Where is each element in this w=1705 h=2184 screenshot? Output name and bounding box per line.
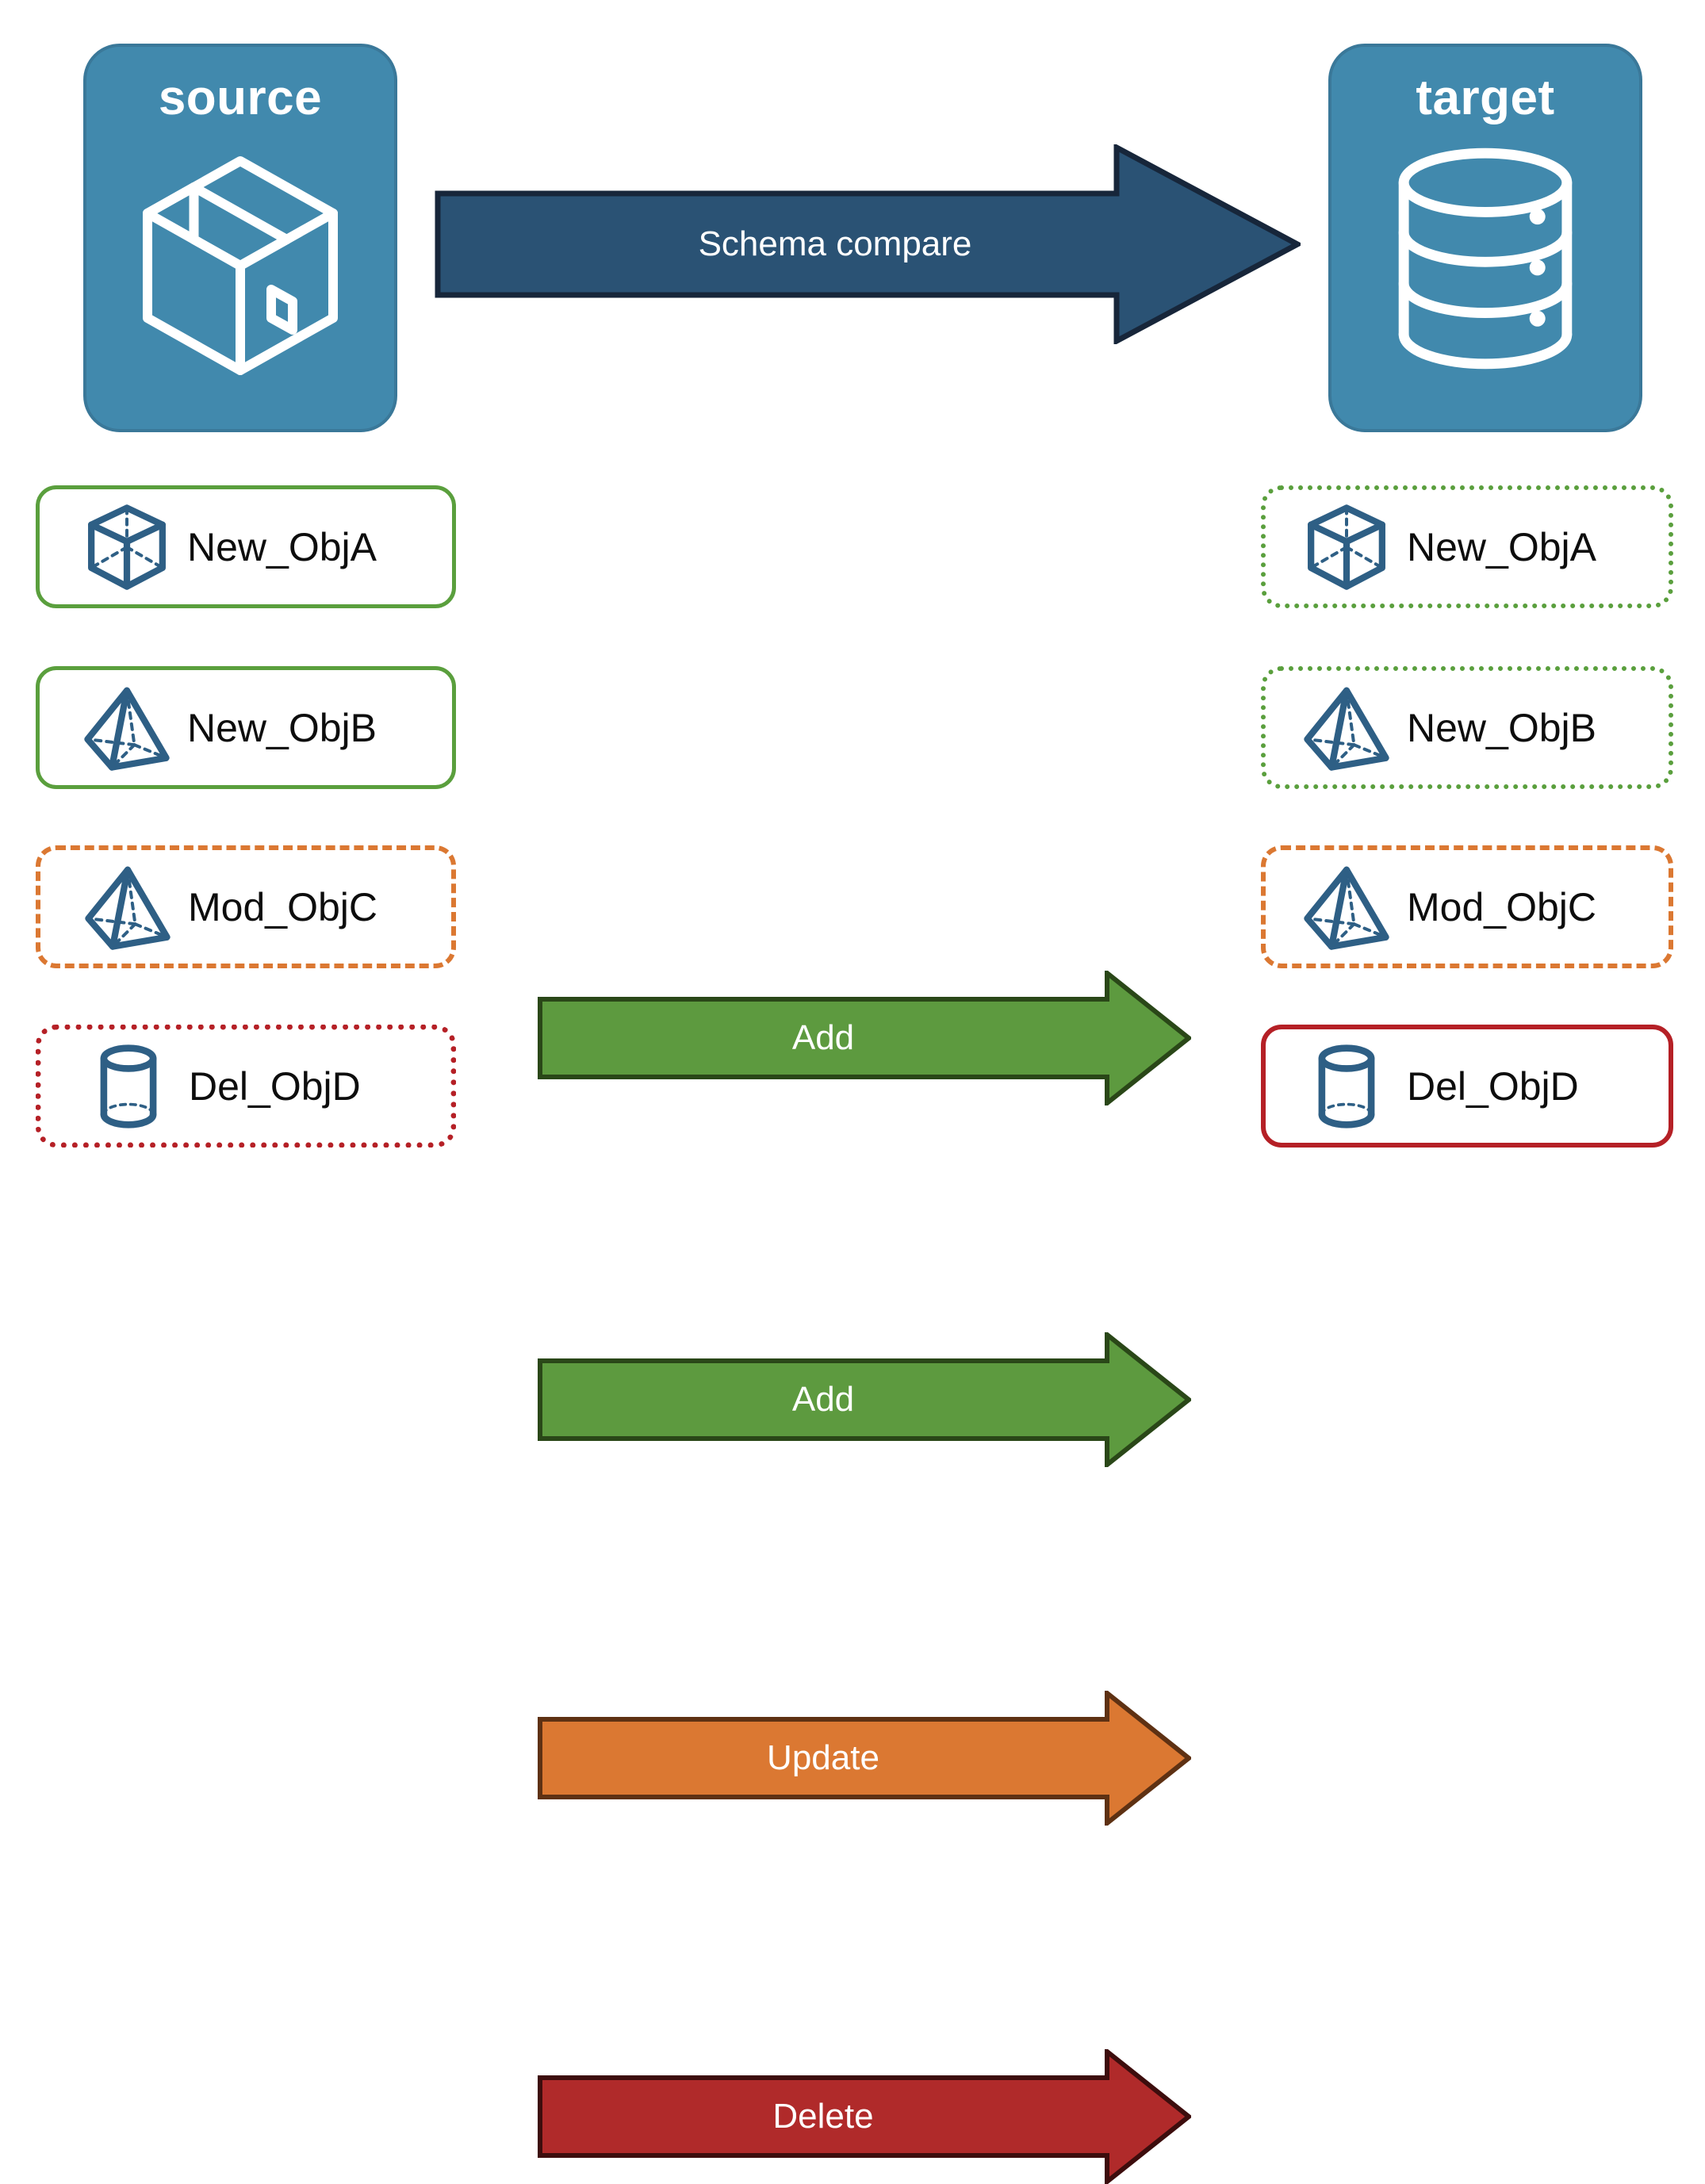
object-row: New_ObjA Add (0, 485, 1705, 1105)
database-cylinder-icon (1351, 128, 1620, 389)
target-endpoint-panel: target (1328, 44, 1642, 432)
wireframe-cylinder-icon (1299, 1043, 1394, 1130)
target-object-label: New_ObjB (1407, 705, 1596, 750)
target-object-label: Mod_ObjC (1407, 884, 1596, 929)
source-object-card: New_ObjB (36, 666, 456, 789)
source-object-label: Del_ObjD (189, 1063, 361, 1109)
target-object-card: Del_ObjD (1261, 1025, 1673, 1148)
target-object-card: Mod_ObjC (1261, 845, 1673, 968)
schema-compare-arrow (435, 144, 1301, 344)
source-endpoint-title: source (158, 71, 323, 125)
source-object-label: Mod_ObjC (188, 884, 377, 929)
source-object-card: Del_ObjD (36, 1025, 456, 1148)
wireframe-pyramid-icon (79, 684, 174, 772)
object-row: Mod_ObjC Update (0, 845, 1705, 1826)
wireframe-pyramid-icon (1299, 864, 1394, 951)
wireframe-pyramid-icon (80, 864, 175, 951)
package-box-icon (105, 128, 375, 389)
source-object-card: New_ObjA (36, 485, 456, 608)
target-endpoint-title: target (1416, 71, 1555, 125)
schema-compare-arrow-shape (435, 144, 1301, 344)
source-endpoint-panel: source (83, 44, 397, 432)
source-object-card: Mod_ObjC (36, 845, 456, 968)
wireframe-cube-icon (79, 504, 174, 591)
delete-action-arrow (538, 2049, 1191, 2184)
object-row: Del_ObjD Delete Del_ObjD (0, 1025, 1705, 2184)
object-row: New_ObjB Add (0, 666, 1705, 1467)
update-action-arrow (538, 1691, 1191, 1826)
wireframe-cylinder-icon (81, 1043, 176, 1130)
wireframe-cube-icon (1299, 504, 1394, 591)
target-object-label: Del_ObjD (1407, 1063, 1579, 1109)
source-object-label: New_ObjA (187, 524, 377, 569)
wireframe-pyramid-icon (1299, 684, 1394, 772)
diagram-canvas: source target (0, 44, 1705, 2184)
target-object-label: New_ObjA (1407, 524, 1596, 569)
source-object-label: New_ObjB (187, 705, 377, 750)
add-action-arrow (538, 1332, 1191, 1467)
add-action-arrow (538, 971, 1191, 1105)
target-object-card: New_ObjA (1261, 485, 1673, 608)
target-object-card: New_ObjB (1261, 666, 1673, 789)
